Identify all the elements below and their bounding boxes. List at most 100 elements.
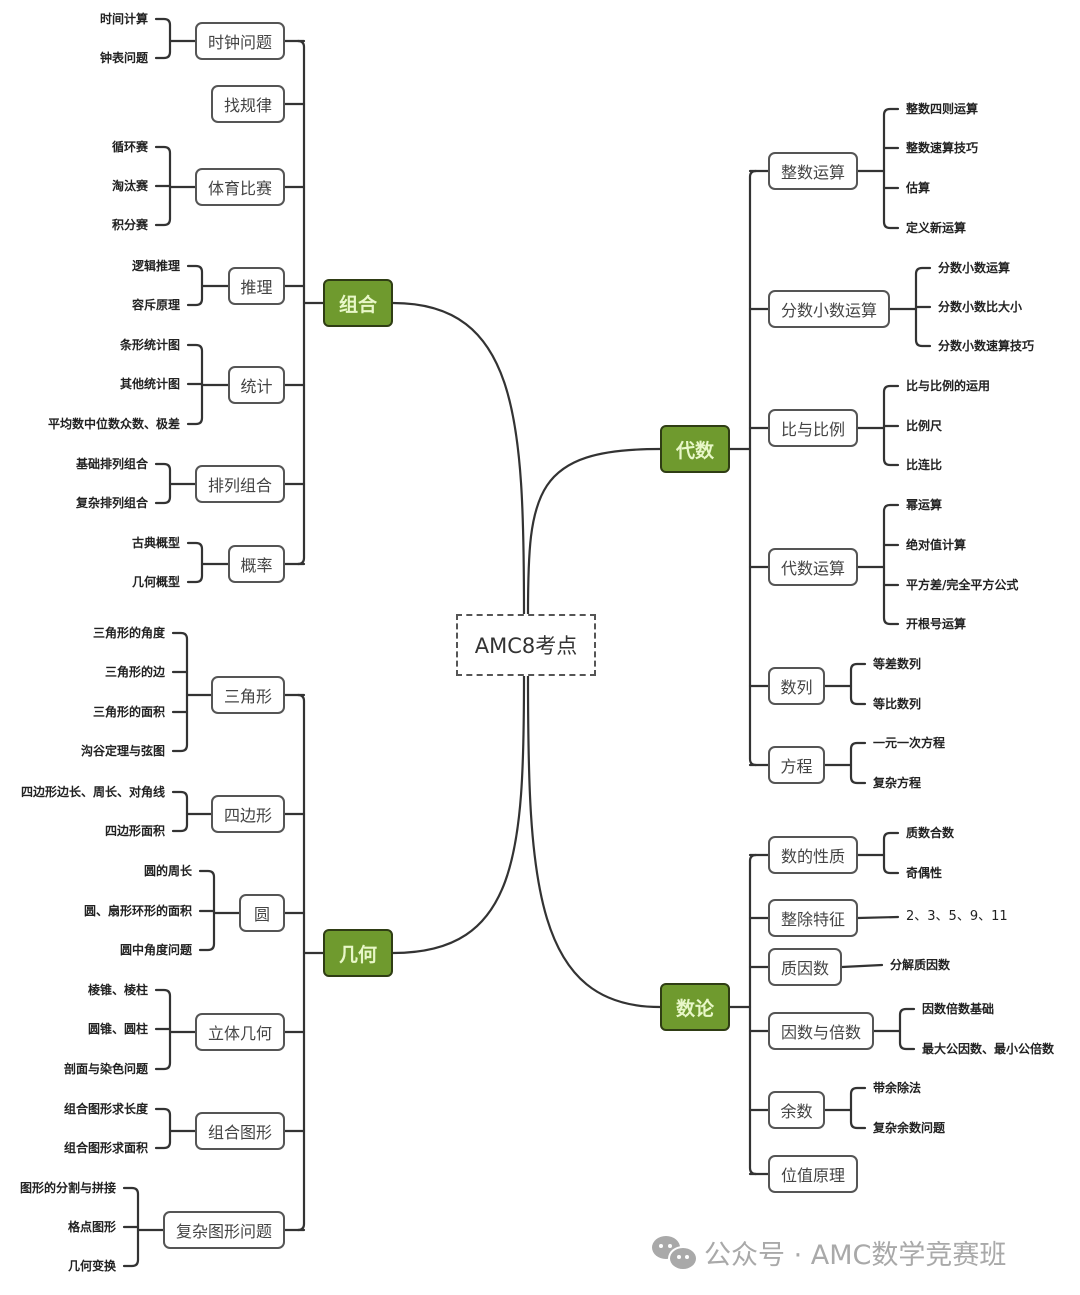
topic-probability[interactable]: 概率 [228, 545, 285, 583]
leaf-item[interactable]: 整数速算技巧 [906, 141, 979, 155]
leaf-item[interactable]: 剖面与染色问题 [63, 1062, 148, 1076]
leaf-item[interactable]: 几何变换 [67, 1259, 116, 1273]
topic-divisibility-rules[interactable]: 整除特征 [768, 899, 858, 937]
leaf-item[interactable]: 绝对值计算 [906, 538, 967, 552]
leaf-item[interactable]: 沟谷定理与弦图 [80, 744, 165, 758]
leaf-item[interactable]: 圆锥、圆柱 [87, 1022, 148, 1036]
topic-circle[interactable]: 圆 [239, 894, 285, 932]
leaf-item[interactable]: 几何概型 [131, 575, 180, 589]
leaf-bracket-shulun4 [849, 1086, 867, 1130]
leaf-item[interactable]: 平方差/完全平方公式 [906, 578, 1019, 592]
leaf-item[interactable]: 格点图形 [67, 1220, 116, 1234]
leaf-item[interactable]: 四边形边长、周长、对角线 [20, 785, 165, 799]
curve-root-daishu [526, 447, 662, 616]
topic-reasoning[interactable]: 推理 [228, 267, 285, 305]
leaf-item[interactable]: 钟表问题 [99, 51, 148, 65]
spine-jihe [296, 693, 306, 1232]
leaf-item[interactable]: 幂运算 [906, 498, 943, 512]
leaf-bracket-shulun3 [898, 1007, 916, 1051]
leaf-item[interactable]: 等差数列 [873, 657, 922, 671]
branch-algebra[interactable]: 代数 [660, 425, 730, 473]
leaf-bracket-daishu5 [849, 741, 867, 785]
curve-root-shulun [526, 674, 662, 1009]
topic-complex-figures[interactable]: 复杂图形问题 [163, 1211, 285, 1249]
topic-algebraic-operations[interactable]: 代数运算 [768, 548, 858, 586]
leaf-item[interactable]: 四边形面积 [104, 824, 165, 838]
leaf-item[interactable]: 比例尺 [906, 419, 943, 433]
leaf-item[interactable]: 三角形的角度 [92, 626, 165, 640]
leaf-item[interactable]: 等比数列 [873, 697, 922, 711]
leaf-item[interactable]: 时间计算 [99, 12, 148, 26]
leaf-item[interactable]: 复杂余数问题 [873, 1121, 946, 1135]
leaf-item[interactable]: 分数小数速算技巧 [938, 339, 1035, 353]
leaf-item[interactable]: 复杂方程 [873, 776, 922, 790]
topic-prime-factors[interactable]: 质因数 [768, 948, 842, 986]
leaf-item[interactable]: 比与比例的运用 [906, 379, 991, 393]
leaf-item[interactable]: 图形的分割与拼接 [19, 1181, 116, 1195]
leaf-item[interactable]: 条形统计图 [119, 338, 180, 352]
topic-clock-problems[interactable]: 时钟问题 [195, 22, 285, 60]
leaf-item[interactable]: 复杂排列组合 [75, 496, 148, 510]
leaf-item[interactable]: 循环赛 [111, 140, 148, 154]
topic-ratio-proportion[interactable]: 比与比例 [768, 409, 858, 447]
leaf-item[interactable]: 因数倍数基础 [922, 1002, 995, 1016]
topic-sequences[interactable]: 数列 [768, 667, 825, 705]
topic-permutations[interactable]: 排列组合 [195, 465, 285, 503]
leaf-item[interactable]: 圆、扇形环形的面积 [83, 904, 192, 918]
leaf-item[interactable]: 分解质因数 [890, 958, 951, 972]
leaf-bracket-daishu4 [849, 662, 867, 706]
topic-equations[interactable]: 方程 [768, 746, 825, 784]
leaf-item[interactable]: 基础排列组合 [75, 457, 148, 471]
leaf-item[interactable]: 带余除法 [873, 1081, 922, 1095]
leaf-item[interactable]: 容斥原理 [131, 298, 180, 312]
leaf-item[interactable]: 三角形的边 [104, 665, 165, 679]
topic-quadrilateral[interactable]: 四边形 [211, 795, 285, 833]
leaf-bracket-zuhe4 [186, 343, 204, 426]
leaf-item[interactable]: 棱锥、棱柱 [87, 983, 148, 997]
wechat-icon [652, 1234, 698, 1271]
topic-place-value[interactable]: 位值原理 [768, 1155, 858, 1193]
leaf-item[interactable]: 平均数中位数众数、极差 [47, 417, 180, 431]
leaf-item[interactable]: 三角形的面积 [92, 705, 165, 719]
topic-integer-arithmetic[interactable]: 整数运算 [768, 152, 858, 190]
leaf-item[interactable]: 定义新运算 [906, 221, 967, 235]
branch-combinatorics[interactable]: 组合 [323, 279, 393, 327]
leaf-item[interactable]: 奇偶性 [906, 866, 943, 880]
leaf-item[interactable]: 圆中角度问题 [119, 943, 192, 957]
leaf-item[interactable]: 组合图形求长度 [63, 1102, 148, 1116]
topic-fraction-decimal[interactable]: 分数小数运算 [768, 290, 890, 328]
leaf-item[interactable]: 开根号运算 [906, 617, 967, 631]
leaf-item[interactable]: 圆的周长 [143, 864, 192, 878]
leaf-item[interactable]: 最大公因数、最小公倍数 [922, 1042, 1055, 1056]
topic-statistics[interactable]: 统计 [228, 366, 285, 404]
leaf-item[interactable]: 分数小数比大小 [938, 300, 1023, 314]
leaf-bracket-zuhe0 [154, 17, 172, 60]
leaf-link [856, 915, 900, 920]
leaf-item[interactable]: 其他统计图 [119, 377, 180, 391]
leaf-item[interactable]: 质数合数 [906, 826, 955, 840]
branch-number-theory[interactable]: 数论 [660, 983, 730, 1031]
topic-sports-competition[interactable]: 体育比赛 [195, 168, 285, 206]
topic-number-properties[interactable]: 数的性质 [768, 836, 858, 874]
leaf-item[interactable]: 古典概型 [131, 536, 180, 550]
leaf-item[interactable]: 比连比 [906, 458, 943, 472]
leaf-item[interactable]: 积分赛 [111, 218, 148, 232]
topic-find-pattern[interactable]: 找规律 [211, 85, 285, 123]
topic-composite-figures[interactable]: 组合图形 [195, 1112, 285, 1150]
leaf-item[interactable]: 整数四则运算 [906, 102, 979, 116]
leaf-item[interactable]: 逻辑推理 [131, 259, 180, 273]
topic-triangle[interactable]: 三角形 [211, 676, 285, 714]
topic-remainders[interactable]: 余数 [768, 1091, 825, 1129]
branch-geometry[interactable]: 几何 [323, 929, 393, 977]
leaf-item[interactable]: 分数小数运算 [938, 261, 1011, 275]
leaf-bracket-shulun0 [882, 831, 900, 875]
leaf-item[interactable]: 估算 [906, 181, 931, 195]
leaf-item[interactable]: 组合图形求面积 [63, 1141, 148, 1155]
topic-solid-geometry[interactable]: 立体几何 [195, 1013, 285, 1051]
leaf-item[interactable]: 淘汰赛 [111, 179, 148, 193]
leaf-bracket-jihe1 [171, 790, 189, 833]
leaf-item[interactable]: 2、3、5、9、11 [906, 909, 1008, 924]
root-node[interactable]: AMC8考点 [456, 614, 596, 676]
leaf-item[interactable]: 一元一次方程 [873, 736, 946, 750]
topic-factors-multiples[interactable]: 因数与倍数 [768, 1012, 874, 1050]
